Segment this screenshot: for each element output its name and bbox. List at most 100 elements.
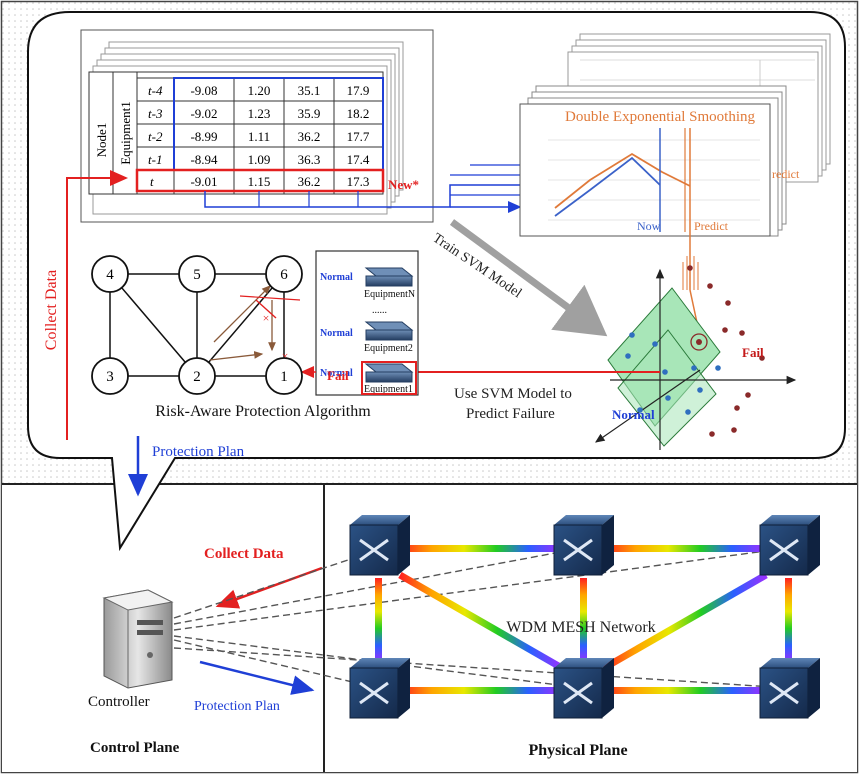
protection-path-arrow (213, 285, 271, 343)
table-cell: 1.09 (248, 152, 271, 167)
wdm-link (785, 578, 792, 662)
optical-switch (553, 515, 614, 576)
optical-switch (553, 658, 614, 719)
wdm-link (604, 545, 764, 552)
smoothing-chart-stack: Now Predict redict Double Exponential Sm… (519, 33, 831, 333)
table-cell: -9.08 (190, 83, 217, 98)
wdm-network-label: WDM MESH Network (506, 619, 655, 636)
use-svm-label-line2: Predict Failure (466, 406, 555, 422)
control-link (173, 635, 583, 689)
time-label: t-3 (148, 106, 163, 121)
topology-graph: × × Fail 4 5 6 3 2 1 Risk-Aware Protect (91, 255, 371, 420)
node-circle (178, 357, 216, 395)
time-label: t-1 (148, 152, 162, 167)
svm-normal-label: Normal (612, 407, 655, 422)
protection-path-arrow (209, 351, 264, 361)
normal-sample (685, 409, 691, 415)
table-cell: 1.11 (248, 129, 270, 144)
topology-node-2: 2 (178, 357, 216, 395)
table-front (88, 71, 384, 195)
wdm-links (375, 545, 792, 694)
svm-new-sample (696, 339, 702, 345)
switch-top (554, 658, 614, 668)
switch-cross-icon (359, 538, 389, 562)
normal-sample (625, 353, 631, 359)
equipment-status: Normal (320, 272, 353, 283)
equipment-ellipsis: ...... (372, 305, 387, 316)
equipment-status: Normal (320, 328, 353, 339)
table-cell: 36.2 (298, 174, 321, 189)
svm-normal-region-shadow (617, 329, 717, 447)
topology-node-6: 6 (265, 255, 303, 293)
table-cell: 17.4 (347, 152, 370, 167)
equipment-n-icon (365, 275, 413, 287)
predict-label-back: redict (772, 167, 800, 181)
switch-top (350, 658, 410, 668)
topology-node-3: 3 (91, 357, 129, 395)
new-row-box (135, 168, 385, 193)
protection-plan-label: Protection Plan (194, 699, 280, 714)
table-cell: 17.7 (347, 129, 370, 144)
topology-fail-label: Fail (327, 368, 349, 383)
normal-sample (715, 365, 721, 371)
control-link (173, 549, 379, 619)
fail-sample (707, 283, 713, 289)
node-label: 5 (193, 267, 201, 283)
blocked-route-marker: × (263, 311, 270, 325)
equipment-panel: Normal EquipmentN ...... Normal Equipmen… (315, 250, 419, 396)
node-label: 2 (193, 369, 201, 385)
protection-plan-top-label: Protection Plan (152, 444, 245, 460)
wdm-link (580, 578, 587, 662)
collect-data-label: Collect Data (204, 546, 284, 562)
wdm-link (400, 545, 560, 552)
use-svm-label-line1: Use SVM Model to (454, 386, 572, 402)
node-label: Node1 (94, 123, 109, 158)
svm-plot: Fail Normal (595, 265, 797, 450)
table-cell: 1.15 (248, 174, 271, 189)
switch-side (398, 658, 410, 718)
normal-sample (662, 369, 668, 375)
node-label: 3 (106, 369, 114, 385)
table-cell: 17.3 (347, 174, 370, 189)
optical-switch (759, 658, 820, 719)
equipment-name: Equipment2 (364, 343, 413, 354)
wdm-link-diagonal (398, 571, 564, 672)
table-cell: 35.1 (298, 83, 321, 98)
predict-label: Predict (694, 219, 729, 233)
server-top (102, 589, 174, 611)
switch-cross-icon (769, 538, 799, 562)
table-to-chart-flow (204, 164, 522, 213)
fail-sample (759, 355, 765, 361)
equipment-status: Normal (320, 368, 353, 379)
train-svm-arrow (449, 219, 608, 337)
switch-top (554, 515, 614, 525)
table-cell: 36.2 (298, 129, 321, 144)
table-cell: 36.3 (298, 152, 321, 167)
server-power-icon (147, 652, 153, 658)
algorithm-title: Risk-Aware Protection Algorithm (155, 403, 371, 420)
optical-switch (759, 515, 820, 576)
time-label: t-4 (148, 83, 163, 98)
switch-top (760, 515, 820, 525)
collect-data-vertical-label: Collect Data (43, 270, 60, 350)
optical-switch (349, 515, 410, 576)
equipment-name: EquipmentN (364, 289, 415, 300)
node-circle (265, 255, 303, 293)
fail-sample (739, 330, 745, 336)
switch-side (602, 658, 614, 718)
table-cell: 18.2 (347, 106, 370, 121)
server-drive-slot (137, 630, 163, 635)
node-label: 4 (106, 267, 114, 283)
equipment-1-icon (365, 371, 413, 383)
data-table-stack: Node1 Equipment1 t-4 -9.08 1.20 35.1 17.… (80, 29, 434, 223)
control-link (173, 547, 583, 625)
physical-plane-title: Physical Plane (528, 742, 627, 759)
switch-cross-icon (769, 681, 799, 705)
switch-cross-icon (359, 681, 389, 705)
controller-server (102, 589, 174, 689)
switch-top (760, 658, 820, 668)
wdm-link (400, 687, 560, 694)
control-plane-title: Control Plane (90, 740, 180, 756)
optical-switch (349, 658, 410, 719)
